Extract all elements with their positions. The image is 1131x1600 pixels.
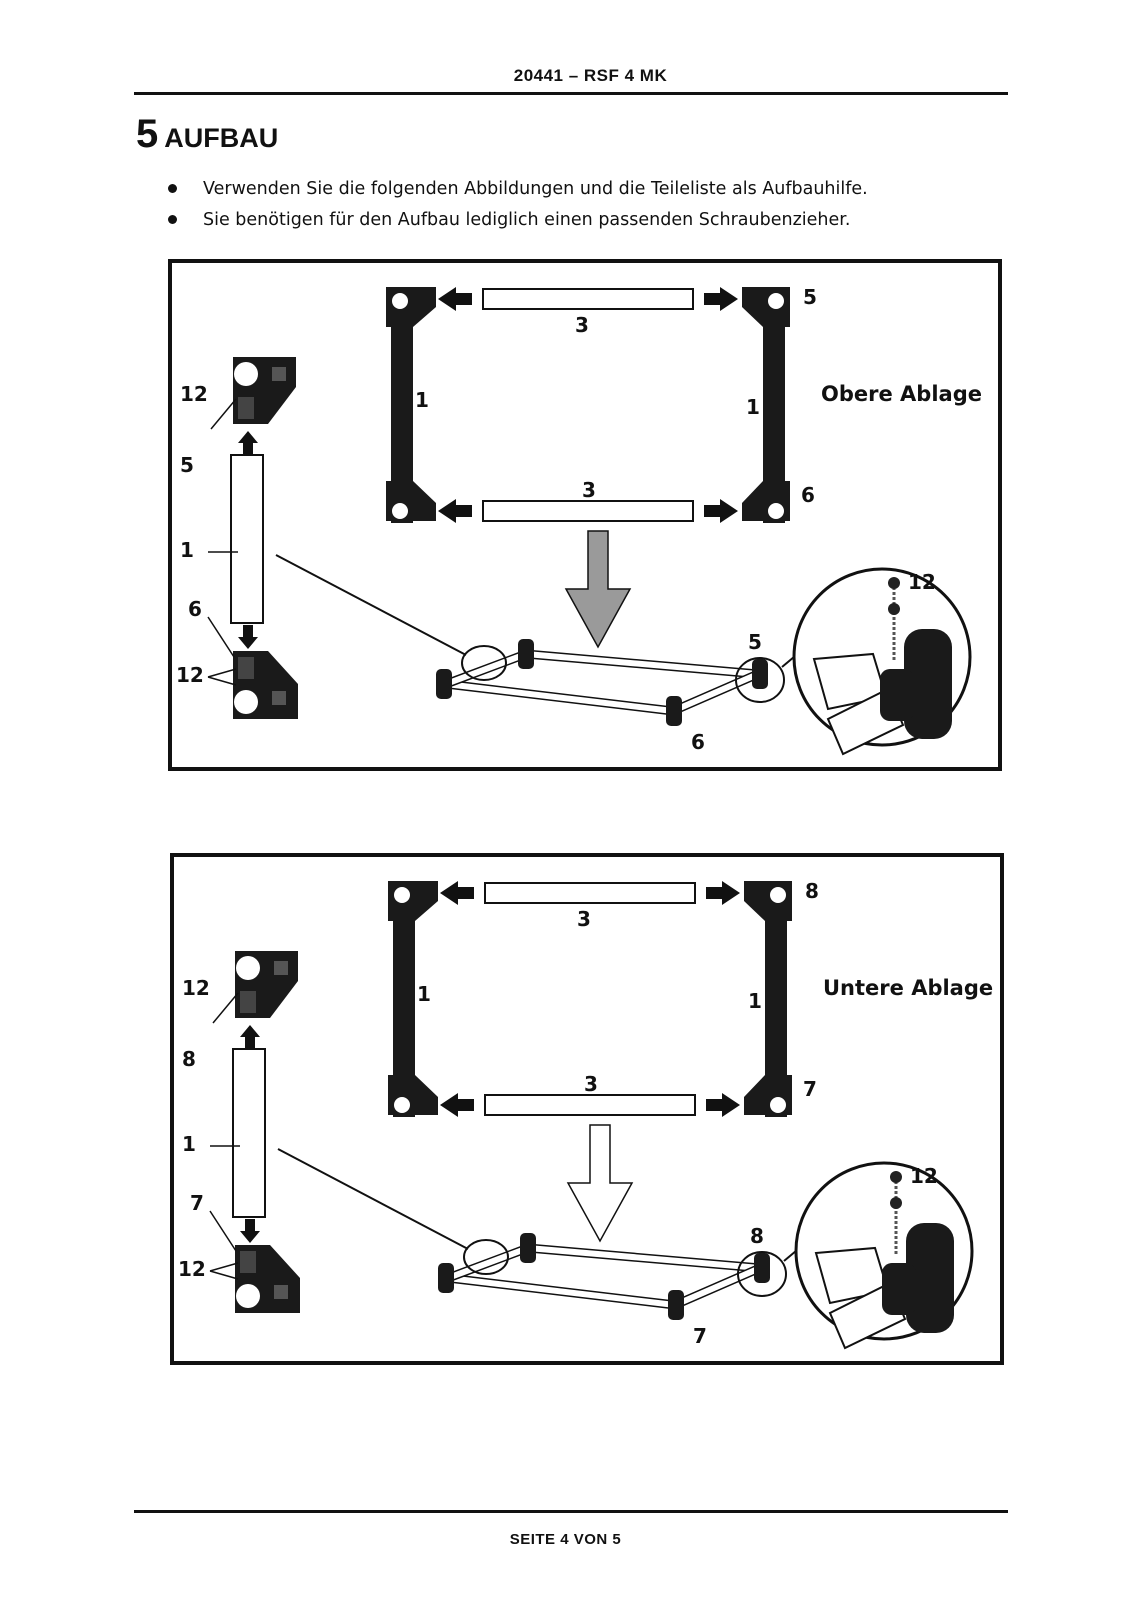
label-corner-top-right: 5 bbox=[803, 285, 817, 309]
label-side-bottom: 12 bbox=[178, 1257, 206, 1281]
down-arrow-icon bbox=[566, 1124, 634, 1243]
side-bottom-connector bbox=[235, 1245, 300, 1313]
bottom-rail bbox=[484, 1094, 696, 1116]
section-title: AUFBAU bbox=[164, 123, 279, 153]
side-top-connector bbox=[233, 357, 296, 424]
page-footer: SEITE 4 VON 5 bbox=[509, 1531, 622, 1548]
frame-exploded-view: 3 3 1 1 8 7 bbox=[388, 879, 819, 1117]
left-post bbox=[393, 885, 415, 1117]
footer-rule bbox=[134, 1510, 1008, 1513]
side-exploded-view: 12 5 1 6 12 bbox=[176, 357, 298, 719]
label-rail-bottom: 3 bbox=[582, 478, 596, 502]
label-rail-bottom: 3 bbox=[584, 1072, 598, 1096]
detail-view: 12 bbox=[792, 567, 972, 756]
assembled-frame: 7 8 bbox=[277, 1148, 816, 1348]
top-rail bbox=[484, 882, 696, 904]
label-assembly-front: 6 bbox=[691, 730, 705, 754]
figure-untere-ablage: 12 8 1 7 12 3 3 1 1 8 7 Untere Ablage bbox=[170, 853, 1006, 1367]
label-rail-top: 3 bbox=[577, 907, 591, 931]
instruction-list: Verwenden Sie die folgenden Abbildungen … bbox=[168, 178, 868, 240]
side-top-connector bbox=[235, 951, 298, 1018]
label-side-upper-connector: 5 bbox=[180, 453, 194, 477]
label-post-right: 1 bbox=[748, 989, 762, 1013]
label-side-rail: 1 bbox=[182, 1132, 196, 1156]
assembled-frame: 6 5 bbox=[275, 554, 814, 754]
list-item-text: Sie benötigen für den Aufbau lediglich e… bbox=[203, 210, 851, 230]
label-post-left: 1 bbox=[417, 982, 431, 1006]
label-detail-screw: 12 bbox=[908, 570, 936, 594]
list-item-text: Verwenden Sie die folgenden Abbildungen … bbox=[203, 179, 868, 199]
top-rail bbox=[482, 288, 694, 310]
label-side-lower-connector: 7 bbox=[190, 1191, 204, 1215]
bullet-icon bbox=[168, 215, 177, 224]
label-post-right: 1 bbox=[746, 395, 760, 419]
label-side-lower-connector: 6 bbox=[188, 597, 202, 621]
list-item: Sie benötigen für den Aufbau lediglich e… bbox=[168, 209, 868, 240]
figure-title: Untere Ablage bbox=[823, 976, 993, 1000]
detail-view: 12 bbox=[794, 1161, 974, 1350]
label-corner-top-right: 8 bbox=[805, 879, 819, 903]
figure-obere-ablage: 12 5 1 6 12 3 3 1 1 5 6 Obere Ablage bbox=[168, 259, 1004, 773]
bullet-icon bbox=[168, 184, 177, 193]
section-number: 5 bbox=[136, 112, 159, 156]
side-rail bbox=[230, 454, 264, 624]
side-exploded-view: 12 8 1 7 12 bbox=[178, 951, 300, 1313]
label-detail-screw: 12 bbox=[910, 1164, 938, 1188]
label-corner-bottom-right: 7 bbox=[803, 1077, 817, 1101]
frame-exploded-view: 3 3 1 1 5 6 bbox=[386, 285, 817, 523]
label-side-top: 12 bbox=[180, 382, 208, 406]
screw-icon bbox=[890, 1171, 902, 1183]
side-bottom-connector bbox=[233, 651, 298, 719]
label-side-top: 12 bbox=[182, 976, 210, 1000]
bottom-rail bbox=[482, 500, 694, 522]
screw-icon bbox=[890, 1197, 902, 1209]
label-side-upper-connector: 8 bbox=[182, 1047, 196, 1071]
right-post bbox=[765, 885, 787, 1117]
screw-icon bbox=[888, 603, 900, 615]
document-header-title: 20441 – RSF 4 MK bbox=[513, 66, 668, 85]
label-corner-bottom-right: 6 bbox=[801, 483, 815, 507]
label-rail-top: 3 bbox=[575, 313, 589, 337]
screw-icon bbox=[888, 577, 900, 589]
figure-title: Obere Ablage bbox=[821, 382, 982, 406]
left-post bbox=[391, 291, 413, 523]
label-side-bottom: 12 bbox=[176, 663, 204, 687]
down-arrow-icon bbox=[564, 530, 632, 649]
header-rule bbox=[134, 92, 1008, 95]
label-assembly-right: 5 bbox=[748, 630, 762, 654]
label-assembly-front: 7 bbox=[693, 1324, 707, 1348]
side-rail bbox=[232, 1048, 266, 1218]
label-assembly-right: 8 bbox=[750, 1224, 764, 1248]
list-item: Verwenden Sie die folgenden Abbildungen … bbox=[168, 178, 868, 209]
label-post-left: 1 bbox=[415, 388, 429, 412]
label-side-rail: 1 bbox=[180, 538, 194, 562]
right-post bbox=[763, 291, 785, 523]
